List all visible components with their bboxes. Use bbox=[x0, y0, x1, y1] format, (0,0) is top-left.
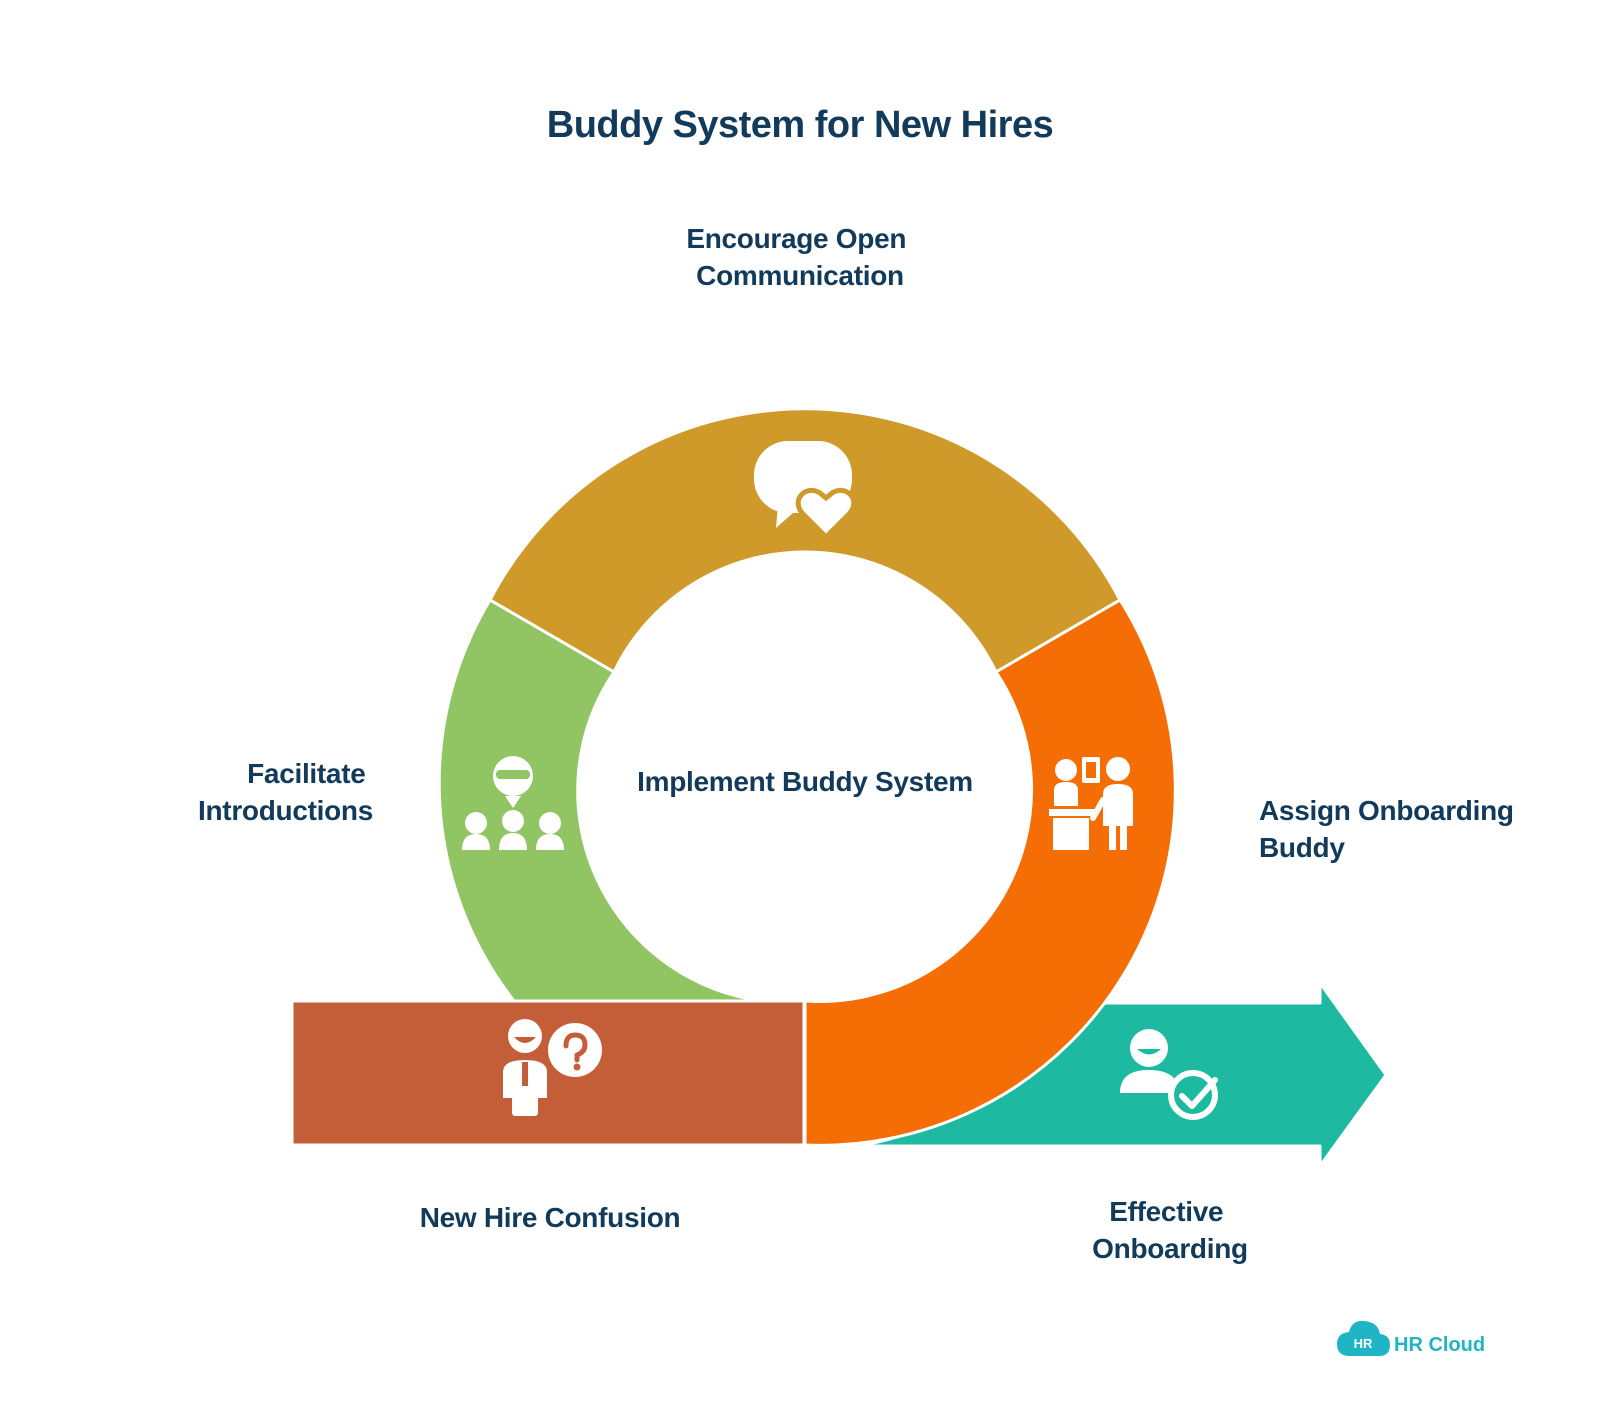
segment-communication bbox=[488, 407, 1122, 674]
segment-introductions bbox=[437, 598, 765, 1003]
new-hire-confusion-bar bbox=[290, 999, 806, 1147]
label-new-hire-confusion: New Hire Confusion bbox=[420, 1202, 681, 1233]
center-label: Implement Buddy System bbox=[637, 766, 973, 797]
user-check-icon bbox=[1120, 1029, 1218, 1120]
label-communication: Encourage Open Communication bbox=[686, 223, 913, 291]
brand-mark: HR bbox=[1354, 1336, 1373, 1351]
brand-name: HR Cloud bbox=[1394, 1334, 1485, 1356]
hr-cloud-logo: HR HR Cloud bbox=[1337, 1320, 1485, 1356]
reception-desk-icon bbox=[1049, 757, 1133, 850]
presenter-audience-icon bbox=[462, 756, 564, 850]
label-assign-buddy: Assign Onboarding Buddy bbox=[1259, 795, 1521, 863]
segment-assign-buddy bbox=[803, 598, 1177, 1147]
chat-heart-icon bbox=[754, 441, 857, 541]
label-effective-onboarding: Effective Onboarding bbox=[1092, 1196, 1248, 1264]
label-introductions: Facilitate Introductions bbox=[198, 758, 373, 826]
page-title: Buddy System for New Hires bbox=[547, 104, 1053, 146]
cloud-icon bbox=[1337, 1320, 1390, 1356]
confused-person-icon bbox=[503, 1019, 602, 1116]
